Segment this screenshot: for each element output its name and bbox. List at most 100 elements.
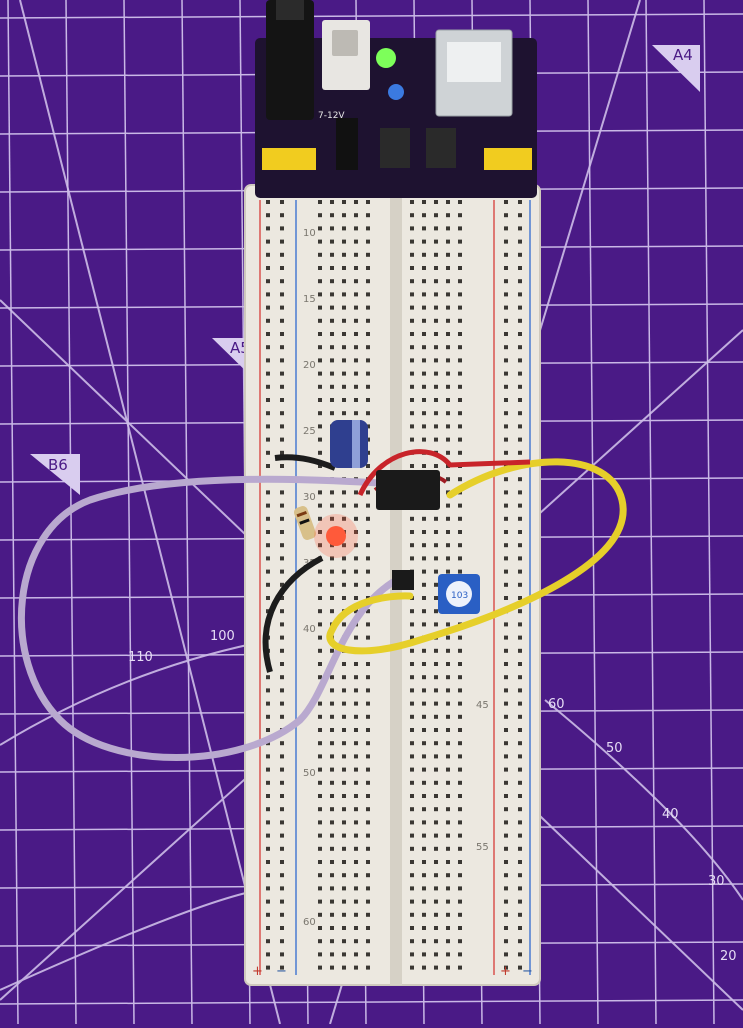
breadboard-hole [318,239,322,244]
breadboard-hole [366,794,370,798]
breadboard-hole [458,939,462,944]
breadboard-hole [458,886,462,891]
breadboard-hole [266,965,270,970]
breadboard-hole [422,279,426,284]
breadboard-hole [504,477,508,482]
breadboard-hole [458,714,462,719]
breadboard-hole [366,556,370,561]
breadboard-hole [434,833,438,838]
breadboard-hole [518,952,522,957]
breadboard-hole [518,886,522,891]
breadboard-hole [446,662,450,666]
breadboard-hole [330,912,334,917]
ic-chip [376,470,440,510]
breadboard-hole [410,292,414,297]
breadboard-hole [318,437,322,442]
breadboard-hole [518,820,522,825]
breadboard-hole [446,846,450,851]
breadboard-hole [354,965,358,970]
protractor-label: 20 [720,949,737,964]
breadboard-hole [446,741,450,746]
breadboard-hole [330,332,334,336]
breadboard-hole [342,279,346,284]
breadboard-hole [330,952,334,957]
breadboard-hole [518,239,522,244]
breadboard-hole [434,912,438,917]
breadboard-hole [280,675,284,680]
breadboard-hole [366,252,370,257]
breadboard-hole [318,873,322,878]
breadboard-hole [266,596,270,600]
breadboard-hole [366,305,370,310]
breadboard-hole [318,358,322,363]
breadboard-hole [422,358,426,363]
breadboard-hole [318,345,322,350]
breadboard-hole [280,292,284,297]
breadboard-hole [434,411,438,416]
black-jumper-block [392,570,414,590]
breadboard-hole [318,807,322,812]
breadboard-hole [366,582,370,587]
breadboard-hole [458,569,462,574]
breadboard-hole [504,411,508,416]
breadboard-hole [410,952,414,957]
breadboard-hole [518,807,522,812]
breadboard-hole [422,754,426,759]
row-number: 15 [303,294,316,305]
breadboard-hole [434,807,438,812]
breadboard-hole [410,464,414,468]
black-jumper-wire-bottom [262,555,324,673]
breadboard-hole [266,450,270,455]
breadboard-hole [318,714,322,719]
breadboard-hole [266,556,270,561]
breadboard-hole [458,926,462,930]
breadboard-hole [504,569,508,574]
breadboard-hole [518,912,522,917]
breadboard-hole [342,490,346,495]
breadboard-hole [422,464,426,468]
breadboard-hole [458,239,462,244]
breadboard-hole [446,833,450,838]
breadboard-hole [422,318,426,323]
breadboard-hole [280,965,284,970]
breadboard-hole [366,609,370,614]
breadboard-hole [504,200,508,204]
breadboard-hole [434,543,438,548]
breadboard-hole [458,701,462,706]
breadboard-hole [422,226,426,231]
breadboard-hole [266,860,270,864]
mat-grid-line [181,0,193,1025]
breadboard-hole [266,266,270,270]
breadboard-hole [434,648,438,653]
breadboard-hole [266,780,270,785]
breadboard-hole [330,200,334,204]
breadboard-hole [446,794,450,798]
breadboard-hole [410,437,414,442]
breadboard-hole [280,609,284,614]
breadboard-hole [280,252,284,257]
breadboard-hole [518,200,522,204]
breadboard-hole [410,899,414,904]
breadboard-hole [330,384,334,389]
breadboard-hole [458,728,462,732]
breadboard-hole [422,609,426,614]
breadboard-hole [410,200,414,204]
breadboard-hole [434,318,438,323]
breadboard-hole [354,873,358,878]
breadboard-hole [518,846,522,851]
breadboard-hole [410,965,414,970]
breadboard-hole [422,926,426,930]
row-number: 50 [303,768,316,779]
breadboard-hole [446,358,450,363]
rail-sign-minus: − [522,964,533,979]
breadboard-hole [330,279,334,284]
row-number: 45 [476,700,489,711]
breadboard-hole [280,754,284,759]
breadboard-hole [342,662,346,666]
breadboard-hole [434,662,438,666]
breadboard-hole [266,701,270,706]
breadboard-hole [458,648,462,653]
breadboard-hole [410,794,414,798]
breadboard-hole [366,622,370,627]
breadboard-hole [504,398,508,402]
